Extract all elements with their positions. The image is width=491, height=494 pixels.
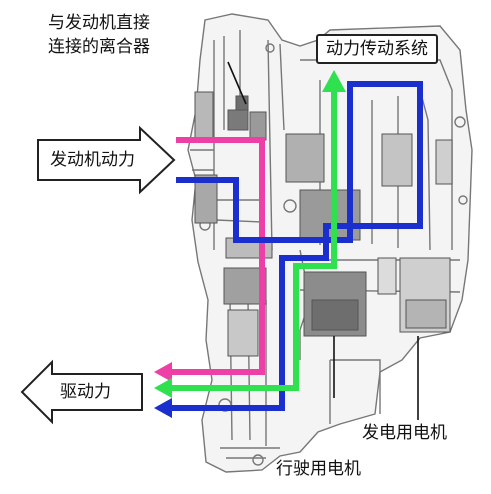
engine-power-arrow [37, 125, 176, 195]
drive-motor-label: 行驶用电机 [276, 459, 361, 479]
engine-arrow-head [154, 362, 172, 382]
clutch-label-line1: 与发动机直接 [48, 13, 150, 33]
clutch-label-line2: 连接的离合器 [48, 37, 150, 57]
flow-paths [168, 81, 423, 411]
leader-lines [227, 61, 419, 420]
generator-path [168, 81, 423, 411]
flow-arrowheads [154, 70, 346, 418]
drive-out-arrow-head [154, 378, 172, 398]
drive-power-path [168, 88, 337, 391]
generator-label: 发电用电机 [362, 423, 447, 443]
drive-arrow-head [322, 70, 346, 92]
power-system-label: 动力传动系统 [316, 34, 438, 64]
generator-arrow-head [154, 398, 172, 418]
engine-power-label: 发动机动力 [50, 150, 135, 170]
engine-power-path [168, 137, 265, 375]
drive-power-arrow [20, 359, 143, 425]
drive-power-label: 驱动力 [60, 382, 111, 402]
